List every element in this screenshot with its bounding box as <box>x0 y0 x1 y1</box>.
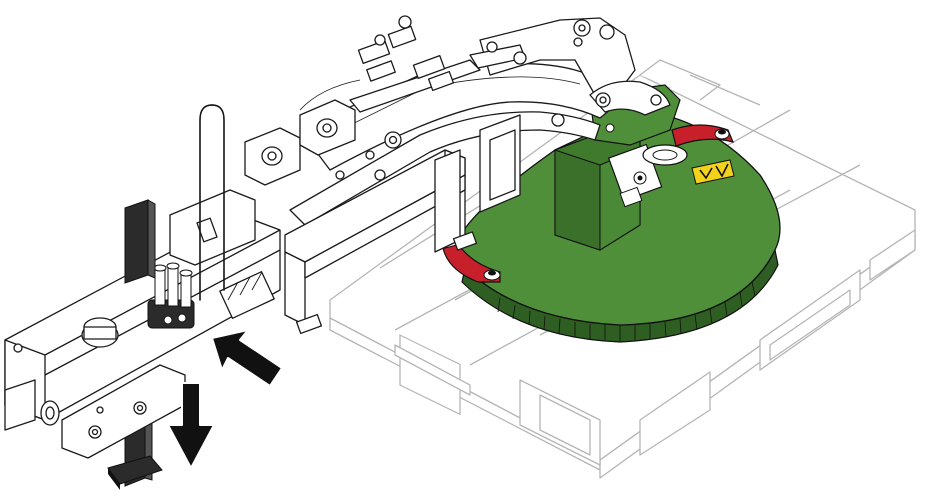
plate-latch <box>607 143 688 208</box>
support-leg <box>61 199 186 490</box>
red-clamp-right <box>671 124 735 147</box>
horizontal-rail <box>4 189 281 431</box>
vertical-frame <box>284 114 521 335</box>
plate-rim-ribs <box>497 281 756 341</box>
rail-clamp-blocks <box>244 99 356 186</box>
rail-vents <box>227 271 263 301</box>
vertical-handle <box>199 104 225 301</box>
warning-label-icon <box>691 159 735 185</box>
control-valve-unit <box>147 262 195 329</box>
push-direction-arrow-icon <box>211 329 283 387</box>
hydraulic-fittings <box>299 15 498 111</box>
lifting-arm <box>244 15 671 335</box>
lower-support-arrow-icon <box>167 382 215 469</box>
green-gripper-plate <box>454 84 781 343</box>
